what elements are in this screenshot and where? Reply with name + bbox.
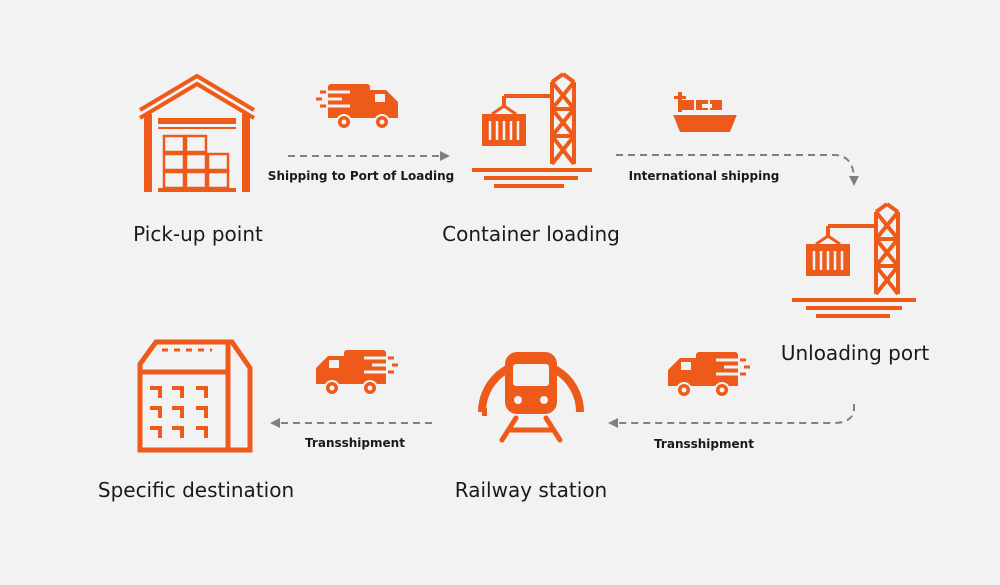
crane-container-icon xyxy=(472,72,592,188)
building-icon xyxy=(137,339,253,453)
edge-label-transshipment-right: Transshipment xyxy=(654,437,754,451)
node-label-unloading-port: Unloading port xyxy=(780,341,930,365)
train-icon xyxy=(478,352,584,443)
node-label-pickup: Pick-up point xyxy=(133,222,263,246)
node-label-destination: Specific destination xyxy=(97,478,295,502)
node-label-railway-station: Railway station xyxy=(454,478,608,502)
edge-label-shipping-to-port: Shipping to Port of Loading xyxy=(267,169,455,183)
truck-icon xyxy=(316,350,398,396)
arrow-container-to-unloading xyxy=(616,154,859,186)
edge-label-international-shipping: International shipping xyxy=(628,169,780,183)
arrow-unloading-to-railway xyxy=(608,404,855,428)
ship-icon xyxy=(672,92,738,132)
truck-icon xyxy=(668,352,750,398)
warehouse-icon xyxy=(138,73,256,192)
node-label-container-loading: Container loading xyxy=(442,222,620,246)
edge-label-transshipment-left: Transshipment xyxy=(305,436,405,450)
truck-icon xyxy=(316,84,398,130)
crane-container-icon xyxy=(792,202,916,318)
